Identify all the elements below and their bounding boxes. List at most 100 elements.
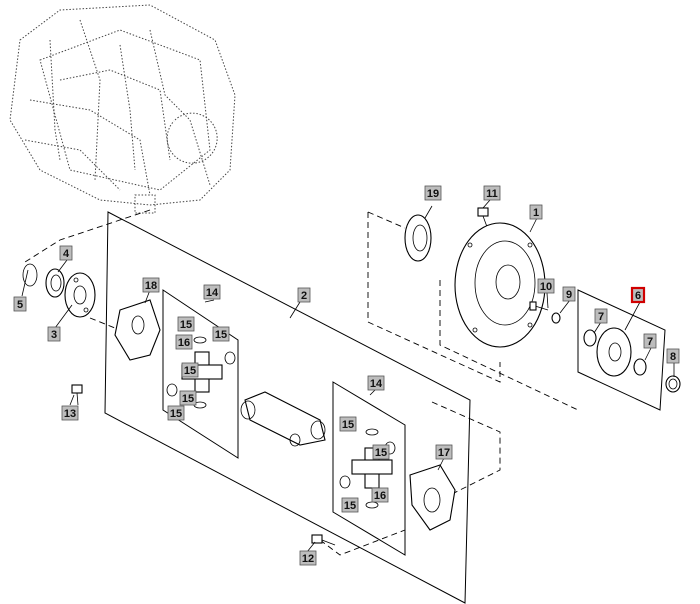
callout-number: 5	[17, 299, 23, 311]
callout-18[interactable]: 18	[142, 277, 160, 293]
callout-box[interactable]	[212, 326, 230, 342]
callout-labels: 1234567789101112131414151515151515151516…	[13, 185, 680, 566]
callout-box[interactable]	[483, 185, 501, 201]
callout-14[interactable]: 14	[203, 284, 221, 300]
callout-box[interactable]	[341, 497, 359, 513]
part-10-bolt	[529, 301, 549, 311]
middle-drive-shaft	[240, 391, 326, 447]
callout-7[interactable]: 7	[594, 308, 608, 324]
callout-12[interactable]: 12	[299, 550, 317, 566]
callout-number: 13	[64, 408, 76, 420]
callout-number: 17	[438, 447, 450, 459]
callout-1[interactable]: 1	[529, 204, 543, 220]
callout-number: 6	[635, 290, 641, 302]
callout-number: 15	[180, 319, 192, 331]
callout-7[interactable]: 7	[643, 333, 657, 349]
kit-14-lower-frame	[332, 381, 406, 556]
callout-box[interactable]	[299, 550, 317, 566]
callout-box[interactable]	[630, 286, 646, 304]
callout-box[interactable]	[529, 204, 543, 220]
callout-15[interactable]: 15	[167, 405, 185, 421]
callout-number: 1	[533, 207, 539, 219]
callout-number: 14	[206, 287, 219, 299]
callout-15[interactable]: 15	[372, 444, 390, 460]
part-6-hub	[596, 327, 632, 377]
callout-9[interactable]: 9	[562, 286, 576, 302]
callout-number: 4	[63, 248, 70, 260]
callout-box[interactable]	[643, 333, 657, 349]
callout-number: 16	[178, 337, 190, 349]
kit-2-frame	[104, 211, 471, 604]
callout-box[interactable]	[371, 487, 389, 503]
callout-box[interactable]	[537, 278, 555, 294]
callout-number: 12	[302, 553, 314, 565]
callout-box[interactable]	[203, 284, 221, 300]
callout-3[interactable]: 3	[47, 326, 61, 342]
callout-box[interactable]	[372, 444, 390, 460]
callout-box[interactable]	[179, 390, 197, 406]
callout-box[interactable]	[594, 308, 608, 324]
callout-box[interactable]	[367, 375, 385, 391]
callout-box[interactable]	[59, 245, 73, 261]
callout-box[interactable]	[424, 185, 442, 201]
callout-8[interactable]: 8	[666, 348, 680, 364]
callout-17[interactable]: 17	[435, 444, 453, 460]
callout-box[interactable]	[297, 287, 311, 303]
callout-10[interactable]: 10	[537, 278, 555, 294]
callout-number: 7	[598, 311, 604, 323]
callout-number: 11	[486, 188, 498, 200]
callout-box[interactable]	[61, 405, 79, 421]
callout-number: 2	[301, 290, 307, 302]
callout-number: 14	[370, 378, 383, 390]
callout-box[interactable]	[562, 286, 576, 302]
callout-16[interactable]: 16	[175, 334, 193, 350]
callout-number: 10	[540, 281, 552, 293]
callout-16[interactable]: 16	[371, 487, 389, 503]
callout-15[interactable]: 15	[179, 390, 197, 406]
callout-number: 15	[375, 447, 387, 459]
part-5-snap-ring	[22, 263, 38, 287]
callout-number: 15	[170, 408, 182, 420]
callout-15[interactable]: 15	[339, 416, 357, 432]
callout-4[interactable]: 4	[59, 245, 73, 261]
callout-15[interactable]: 15	[181, 362, 199, 378]
callout-box[interactable]	[175, 334, 193, 350]
callout-number: 15	[184, 365, 196, 377]
callout-number: 3	[51, 329, 57, 341]
callout-13[interactable]: 13	[61, 405, 79, 421]
kit-6-frame	[577, 289, 666, 411]
callout-19[interactable]: 19	[424, 185, 442, 201]
lower-spider-cross	[339, 428, 396, 509]
callout-box[interactable]	[13, 296, 27, 312]
part-18-yoke	[114, 299, 161, 361]
callout-5[interactable]: 5	[13, 296, 27, 312]
callout-box[interactable]	[435, 444, 453, 460]
part-3-flange	[64, 272, 96, 318]
callout-15[interactable]: 15	[212, 326, 230, 342]
callout-11[interactable]: 11	[483, 185, 501, 201]
callout-box[interactable]	[666, 348, 680, 364]
callout-box[interactable]	[181, 362, 199, 378]
callout-number: 15	[182, 393, 194, 405]
callout-box[interactable]	[142, 277, 160, 293]
part-1-housing-plate	[454, 222, 546, 348]
callout-box[interactable]	[339, 416, 357, 432]
part-19-seal	[404, 214, 432, 262]
callout-box[interactable]	[47, 326, 61, 342]
part-12-bolt	[311, 534, 336, 546]
callout-15[interactable]: 15	[177, 316, 195, 332]
part-4-seal	[45, 268, 65, 298]
callout-15[interactable]: 15	[341, 497, 359, 513]
callout-number: 15	[342, 419, 354, 431]
callout-number: 9	[566, 289, 572, 301]
callout-2[interactable]: 2	[297, 287, 311, 303]
part-9-washer	[551, 312, 561, 324]
callout-box[interactable]	[167, 405, 185, 421]
callout-6[interactable]: 6	[630, 286, 646, 304]
part-7-bearing-right	[633, 358, 647, 376]
callout-number: 7	[647, 336, 653, 348]
leader-lines	[21, 199, 675, 553]
callout-14[interactable]: 14	[367, 375, 385, 391]
callout-box[interactable]	[177, 316, 195, 332]
callout-number: 18	[145, 280, 157, 292]
